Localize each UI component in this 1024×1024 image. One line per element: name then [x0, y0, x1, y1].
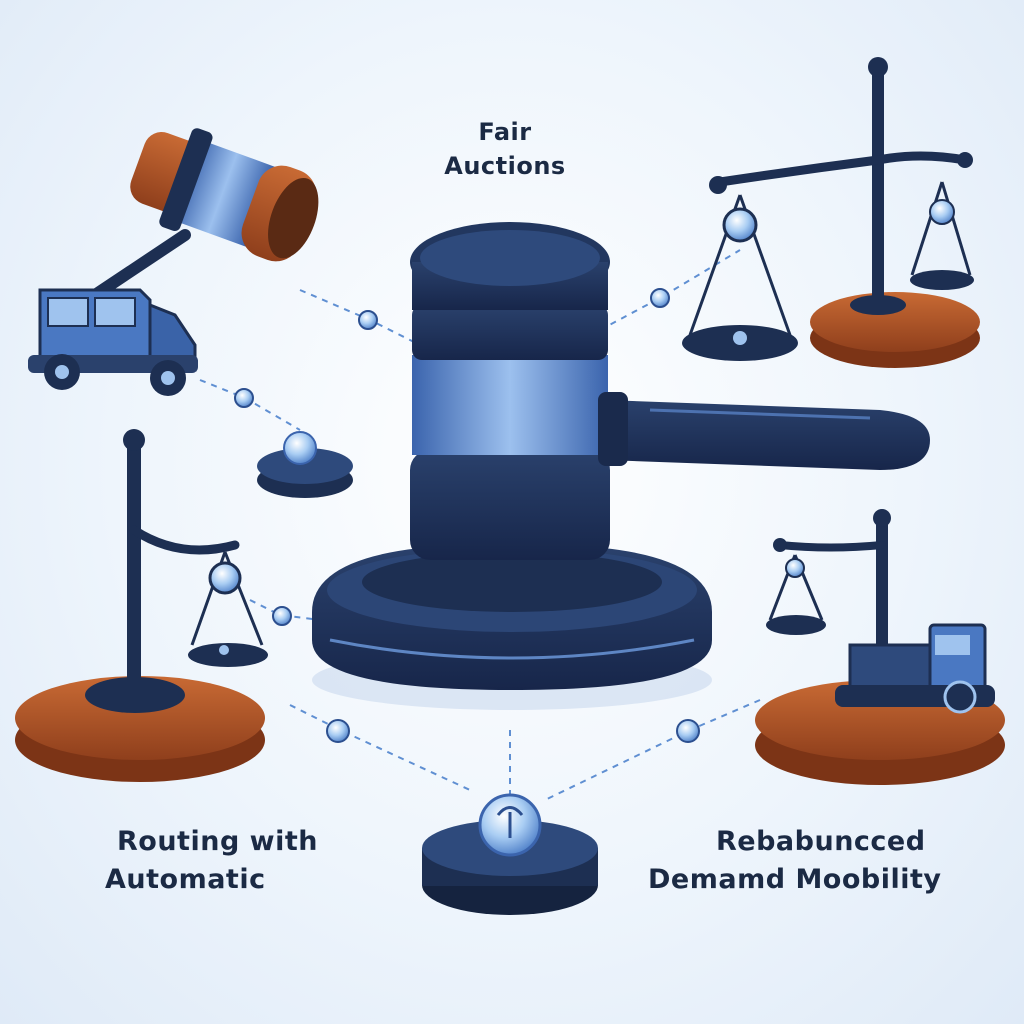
node-icon — [234, 388, 254, 408]
node-icon — [326, 719, 350, 743]
truck-icon — [835, 623, 995, 714]
connector-nodes — [234, 288, 700, 743]
token-platform — [422, 793, 598, 915]
node-icon — [272, 606, 292, 626]
label-demand-mobility: Rebabuncced Demamd Moobility — [648, 823, 942, 899]
label-line: Fair — [478, 118, 532, 146]
balance-scale-icon — [755, 509, 1005, 785]
node-icon — [650, 288, 670, 308]
label-line: Automatic — [105, 864, 266, 895]
node-icon — [676, 719, 700, 743]
label-line: Rebabuncced — [716, 826, 926, 857]
label-routing: Routing with Automatic — [105, 823, 318, 899]
label-fair-auctions: Fair Auctions — [430, 115, 580, 183]
label-line: Auctions — [444, 152, 566, 180]
label-line: Routing with — [117, 826, 318, 857]
truck-icon — [28, 288, 198, 396]
balance-scale-icon — [682, 57, 980, 368]
balance-scale-icon — [15, 429, 268, 782]
central-gavel — [312, 222, 930, 710]
node-icon — [358, 310, 378, 330]
small-gavel-icon — [74, 128, 319, 311]
label-line: Demamd Moobility — [648, 864, 942, 895]
token-platform — [257, 431, 353, 498]
